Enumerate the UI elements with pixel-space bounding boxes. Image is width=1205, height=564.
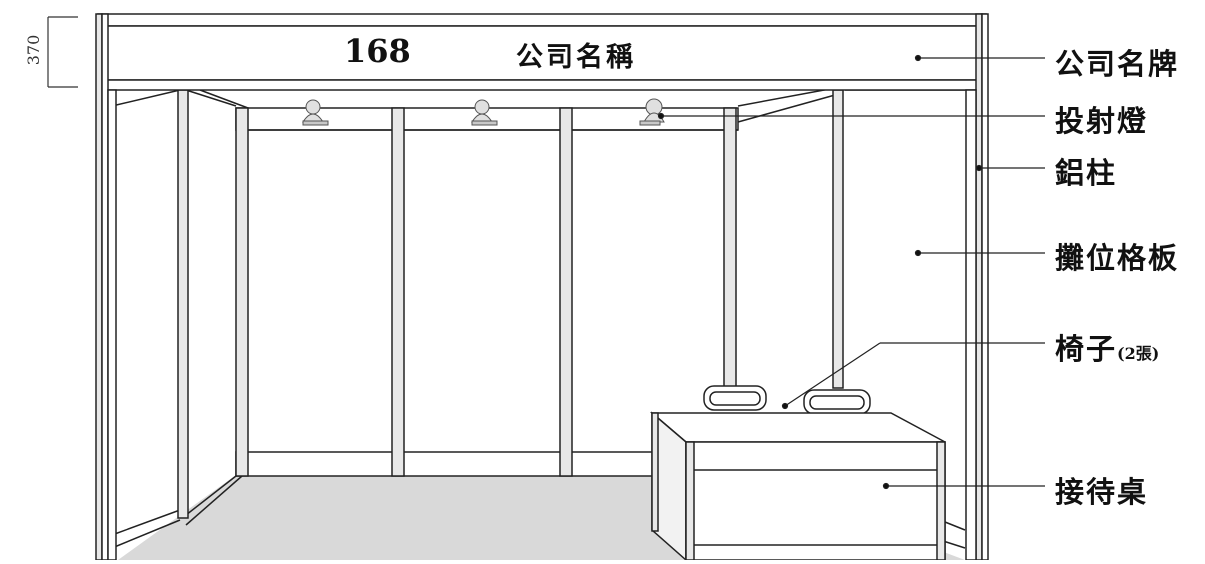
leader-chair	[781, 342, 1045, 410]
chairs	[703, 385, 871, 415]
dimension-label: 370	[24, 34, 43, 66]
spotlight-2	[471, 99, 498, 126]
leader-aluminum-post	[975, 164, 1045, 172]
left-wall	[111, 89, 249, 549]
left-inner-post	[107, 89, 117, 561]
label-aluminum-post: 鋁柱	[1055, 156, 1118, 190]
label-booth-panel: 攤位格板	[1055, 241, 1180, 275]
label-company-sign: 公司名牌	[1055, 47, 1180, 81]
label-chair-note: (2張)	[1117, 344, 1160, 363]
booth-number: 168	[344, 32, 411, 70]
spotlight-1	[302, 99, 329, 126]
back-posts	[177, 89, 844, 519]
chair-1	[703, 385, 767, 411]
spotlight-3	[639, 98, 665, 126]
reception-desk	[649, 411, 946, 562]
callout-leaders	[657, 54, 1045, 490]
leader-booth-panel	[914, 249, 1045, 257]
chair-2	[803, 389, 871, 415]
leader-company-sign	[914, 54, 1045, 62]
label-reception-desk: 接待桌	[1055, 475, 1149, 509]
label-chair: 椅子(2張)	[1055, 326, 1159, 368]
dimension-bracket	[47, 16, 78, 88]
label-chair-main: 椅子	[1055, 332, 1118, 366]
front-left-post	[95, 13, 109, 561]
label-spotlight: 投射燈	[1055, 104, 1149, 138]
company-name-text: 公司名稱	[516, 42, 636, 73]
leader-reception-desk	[882, 482, 1045, 490]
front-right-post	[965, 13, 989, 561]
fascia-board	[97, 13, 987, 91]
leader-spotlight	[657, 112, 1045, 120]
spotlights	[302, 98, 665, 126]
